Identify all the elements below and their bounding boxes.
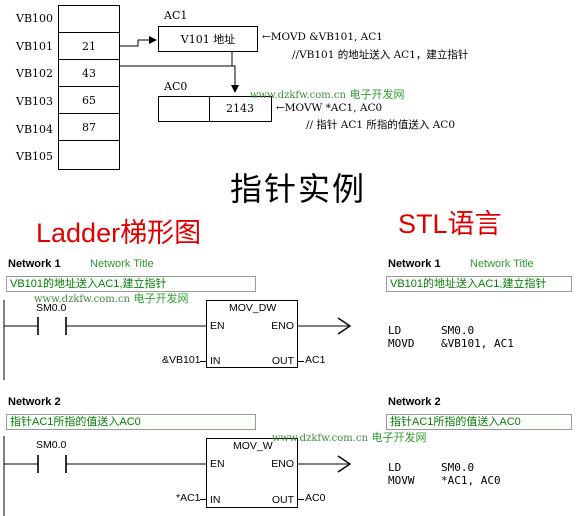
arrow-ac1-to-ac0 <box>231 52 239 93</box>
mov-dw-eno: ENO <box>271 320 294 332</box>
out-wire <box>298 361 304 362</box>
mem-cell-vb100 <box>58 5 120 33</box>
mov-dw-out-operand[interactable]: AC1 <box>305 354 326 366</box>
stl-network-2-line-1[interactable]: LD SM0.0 <box>388 461 475 474</box>
network-1-rung <box>3 300 352 380</box>
mov-w-name: MOV_W <box>233 440 273 452</box>
mem-label-vb104: VB104 <box>16 123 54 136</box>
movw-comment: // 指针 AC1 所指的值送入 AC0 <box>306 119 456 131</box>
network-1-label: Network 1 <box>8 258 61 270</box>
watermark-url: www.dzkfw.com.cn <box>272 433 368 444</box>
out-wire <box>298 499 304 500</box>
stl-network-2-comment[interactable]: 指针AC1所指的值送入AC0 <box>386 414 572 430</box>
in-wire <box>200 361 206 362</box>
main-title: 指针实例 <box>230 170 367 208</box>
stl-title: STL语言 <box>398 209 502 239</box>
network-1-title[interactable]: Network Title <box>90 258 154 270</box>
stl-network-1-line-2[interactable]: MOVD &VB101, AC1 <box>388 337 514 350</box>
watermark-name: 电子开发网 <box>371 431 427 444</box>
network-1-contact-label: SM0.0 <box>36 302 67 314</box>
output-arrow <box>337 317 352 335</box>
mem-label-vb100: VB100 <box>16 12 54 25</box>
network-2-contact-label: SM0.0 <box>36 439 67 451</box>
network-2-label: Network 2 <box>8 396 61 408</box>
stl-network-2-line-2[interactable]: MOVW *AC1, AC0 <box>388 474 501 487</box>
mov-dw-name: MOV_DW <box>229 302 277 314</box>
output-arrow <box>337 455 352 473</box>
pointer-arrows <box>120 36 239 93</box>
stl-network-1-label: Network 1 <box>388 258 441 270</box>
mov-w-en: EN <box>210 458 225 470</box>
watermark-url: www.dzkfw.com.cn <box>250 90 346 101</box>
mem-label-vb101: VB101 <box>16 40 54 53</box>
mov-w-in-operand[interactable]: *AC1 <box>176 492 201 504</box>
mov-dw-en: EN <box>210 320 225 332</box>
arrow-vb101-to-ac1 <box>120 36 157 47</box>
ladder-title: Ladder梯形图 <box>36 218 202 248</box>
network-1-comment[interactable]: VB101的地址送入AC1,建立指针 <box>6 276 256 292</box>
watermark-name: 电子开发网 <box>349 88 405 101</box>
watermark-ladder-1: www.dzkfw.com.cn 电子开发网 <box>34 290 188 306</box>
stl-network-2-label: Network 2 <box>388 396 441 408</box>
mem-cell-vb101: 21 <box>58 33 120 60</box>
mem-cell-vb105 <box>58 141 120 170</box>
movd-comment: //VB101 的地址送入 AC1，建立指针 <box>292 49 469 61</box>
ac0-value: 2143 <box>226 102 254 115</box>
watermark-top: www.dzkfw.com.cn 电子开发网 <box>250 86 404 102</box>
mov-dw-in-operand[interactable]: &VB101 <box>162 354 201 366</box>
mov-w-block[interactable]: MOV_W EN ENO IN OUT <box>206 438 298 508</box>
mem-label-vb102: VB102 <box>16 67 54 80</box>
mov-dw-out: OUT <box>271 355 294 367</box>
network-2-rung <box>3 436 352 516</box>
mov-w-eno: ENO <box>271 458 294 470</box>
stl-network-1-title[interactable]: Network Title <box>470 258 534 270</box>
network-2-comment[interactable]: 指针AC1所指的值送入AC0 <box>6 414 256 430</box>
mov-w-in: IN <box>210 494 221 506</box>
mov-w-out: OUT <box>271 494 294 506</box>
ac1-label: AC1 <box>164 9 188 22</box>
mem-label-vb105: VB105 <box>16 150 54 163</box>
mem-cell-vb103: 65 <box>58 87 120 114</box>
mem-cell-vb102: 43 <box>58 60 120 87</box>
mem-cell-vb104: 87 <box>58 114 120 141</box>
movd-instruction: ←MOVD &VB101, AC1 <box>262 31 383 43</box>
stl-network-1-line-1[interactable]: LD SM0.0 <box>388 324 475 337</box>
movw-instruction: ←MOVW *AC1, AC0 <box>276 102 383 114</box>
ac0-divider <box>209 97 210 121</box>
ac0-label: AC0 <box>164 80 188 93</box>
mem-label-vb103: VB103 <box>16 95 54 108</box>
stl-network-1-comment[interactable]: VB101的地址送入AC1,建立指针 <box>386 276 572 292</box>
ac1-register: V101 地址 <box>158 26 258 52</box>
watermark-ladder-2: www.dzkfw.com.cn 电子开发网 <box>272 429 426 445</box>
in-wire <box>200 499 206 500</box>
mov-w-out-operand[interactable]: AC0 <box>305 492 326 504</box>
mov-dw-in: IN <box>210 355 221 367</box>
watermark-name: 电子开发网 <box>133 292 189 305</box>
watermark-url: www.dzkfw.com.cn <box>34 294 130 305</box>
ac0-register: 2143 <box>158 96 272 122</box>
mov-dw-block[interactable]: MOV_DW EN ENO IN OUT <box>206 300 298 368</box>
